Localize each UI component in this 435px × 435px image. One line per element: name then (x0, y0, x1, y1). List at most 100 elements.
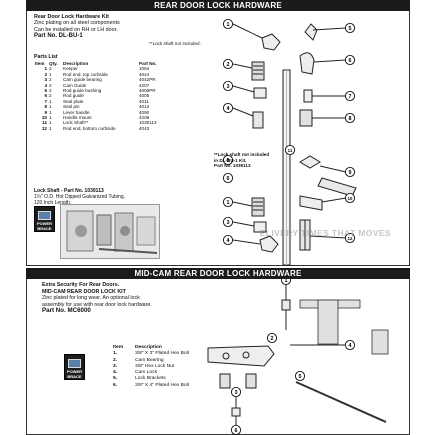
diagram-note-line-3: Part No. 1039113 (214, 163, 251, 169)
part-number: 1064 (139, 66, 150, 72)
banner-mid-cam: MID-CAM REAR DOOR LOCK HARDWARE (26, 268, 410, 279)
kit-line-2: Can be installed on RH or LH door. (34, 26, 118, 33)
part-number: 1039113 (139, 120, 157, 126)
top-callout-label: 7 (349, 94, 352, 100)
top-callout-label: 11 (288, 148, 293, 153)
part-item: 3 (44, 77, 47, 83)
midcam-item-number: 2. (113, 357, 118, 363)
midcam-list-header: Item Description (113, 345, 203, 351)
top-callout-circle (222, 18, 234, 30)
midcam-line-1: Zinc plated for long wear. An optional l… (42, 295, 140, 302)
midcam-intro: Extra Security For Rear Doors. (42, 282, 120, 288)
top-callout-circle (222, 102, 234, 114)
part-number: 4208 (139, 115, 150, 121)
top-callout-circle (344, 192, 356, 204)
part-item: 8 (44, 104, 47, 110)
part-item: 4 (44, 82, 47, 88)
diagram-note-line-1: **Lock shaft not included (214, 152, 270, 157)
midcam-item-description: 3/8" Hex Lock Nut (135, 363, 175, 369)
bot-callout-label: 4 (349, 343, 352, 349)
top-callout-circle (344, 232, 356, 244)
power-brace-logo-text: POWER BRACE (36, 221, 53, 231)
part-qty: 2 (49, 77, 52, 83)
top-callout-label: 8 (349, 116, 352, 122)
top-callout-circle (344, 90, 356, 102)
part-number: 4043 (139, 125, 150, 131)
bot-callout-label: 3 (235, 390, 238, 396)
midcam-part-no: Part No. MC6000 (42, 307, 91, 315)
col-qty: Qty. (49, 61, 58, 66)
top-callout-circle (344, 112, 356, 124)
diagram-shaft-note: **Lock shaft not included in DL-BU-1 Kit… (214, 152, 284, 169)
top-callout-circle (344, 166, 356, 178)
part-qty: 2 (49, 82, 52, 88)
part-number: 4011 (139, 98, 149, 104)
power-brace-logo: POWER BRACE (34, 206, 55, 232)
top-callout-label: 5 (227, 158, 230, 164)
kit-line-1: Zinc plating on all steel components (34, 20, 120, 27)
part-description: Rod end, top curbside (63, 71, 108, 77)
midcam-item-description: Cam Bearing (135, 357, 164, 363)
midcam-item-description: 3/8" X 4" Plated Hex Bolt (135, 382, 190, 388)
part-item: 11 (42, 120, 47, 126)
power-brace-logo-text-bottom: POWER BRACE (66, 369, 83, 379)
banner-rear-door-lock: REAR DOOR LOCK HARDWARE (26, 0, 410, 11)
kit-note: **Lock shaft not included. (149, 41, 201, 46)
part-number: 4042PR (139, 77, 156, 83)
part-qty: 1 (49, 120, 52, 126)
top-callout-label: 9 (349, 170, 352, 176)
top-callout-circle (222, 58, 234, 70)
kit-title: Rear Door Lock Hardware Kit (34, 14, 109, 20)
top-callout-circle (222, 80, 234, 92)
part-qty: 2 (49, 88, 52, 94)
midcam-item-description: Cam Lock (135, 370, 158, 376)
part-item: 10 (41, 115, 47, 121)
part-description: Seal pin (63, 104, 80, 110)
top-callout-label: 5 (349, 26, 352, 32)
midcam-col-description: Description (135, 345, 162, 350)
part-number: 4012 (139, 104, 150, 110)
diagram-note-line-2: in DL-BU-1 Kit. (214, 157, 247, 163)
watermark-text: ELIVERY TIMES THAT MOVES (259, 228, 391, 238)
part-item: 5 (44, 88, 47, 94)
parts-table-header: Item Qty. Description Part No. (34, 61, 182, 66)
part-description: Seal plate (63, 98, 84, 104)
top-callout-label: 2 (227, 62, 230, 68)
lock-shaft-line-2: 120 Inch Length. (34, 200, 72, 206)
bot-callout-label: 6 (235, 428, 238, 434)
top-callout-circle (344, 54, 356, 66)
top-callout-label: 1 (227, 22, 230, 28)
part-description: Cam Guide (63, 82, 87, 88)
part-number: 4006PR (139, 88, 156, 94)
part-description: Lock Shaft** (63, 120, 89, 126)
bot-callout-label: 5 (299, 374, 302, 380)
top-callout-label: 12 (348, 236, 353, 241)
top-callout-circle (344, 22, 356, 34)
midcam-item-number: 6. (113, 382, 118, 388)
kit-header: Rear Door Lock Hardware Kit Zinc plating… (34, 14, 201, 46)
midcam-col-item: Item (113, 345, 124, 350)
top-callout-label: 10 (348, 196, 353, 201)
bot-callout-circle (266, 332, 278, 344)
part-description: Rod guide bushing (63, 88, 102, 94)
midcam-list-item: 1.3/8" X 3" Plated Hex Bolt (113, 351, 203, 357)
part-qty: 1 (49, 71, 52, 77)
midcam-list-item: 2. Cam Bearing (113, 358, 203, 364)
top-callout-circle (222, 154, 234, 166)
top-callout-label: 6 (227, 176, 230, 182)
part-item: 9 (44, 109, 47, 115)
part-qty: 1 (49, 98, 52, 104)
part-qty: 2 (49, 93, 52, 99)
part-qty: 1 (49, 104, 52, 110)
